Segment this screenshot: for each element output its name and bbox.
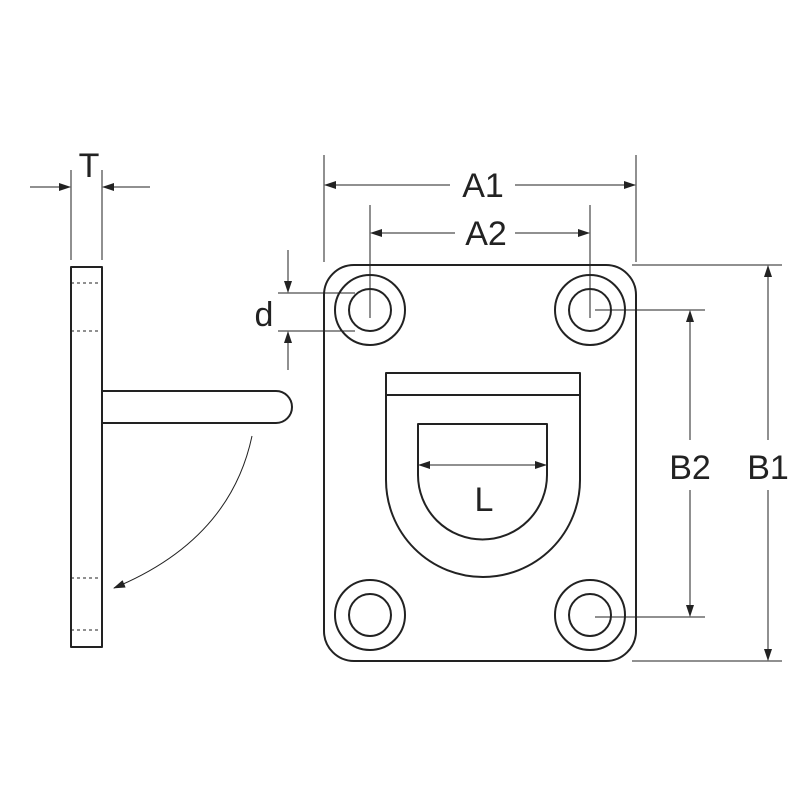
- label-a1: A1: [462, 167, 504, 205]
- recessed-ring: [385, 372, 581, 578]
- label-a2: A2: [465, 215, 507, 253]
- side-view-ring: [102, 390, 293, 424]
- label-t: T: [79, 147, 100, 185]
- mounting-hole-bottom-left: [334, 579, 406, 651]
- label-b1: B1: [747, 449, 789, 487]
- label-l: L: [475, 481, 494, 519]
- fold-arrow: [113, 435, 253, 589]
- front-view-plate: [323, 264, 637, 662]
- dimension-t: T: [30, 147, 150, 260]
- label-d: d: [255, 296, 274, 334]
- dimension-b2: B2: [595, 309, 711, 618]
- mounting-hole-bottom-right: [554, 579, 626, 651]
- dimension-d: d: [255, 250, 355, 370]
- side-view: [70, 266, 293, 648]
- dimension-a2: A2: [369, 205, 591, 318]
- dimension-b1: B1: [632, 264, 789, 662]
- label-b2: B2: [669, 449, 711, 487]
- dimension-l: L: [418, 461, 547, 519]
- front-view: [323, 264, 637, 662]
- side-view-plate: [70, 266, 103, 648]
- dimension-a1: A1: [323, 155, 637, 262]
